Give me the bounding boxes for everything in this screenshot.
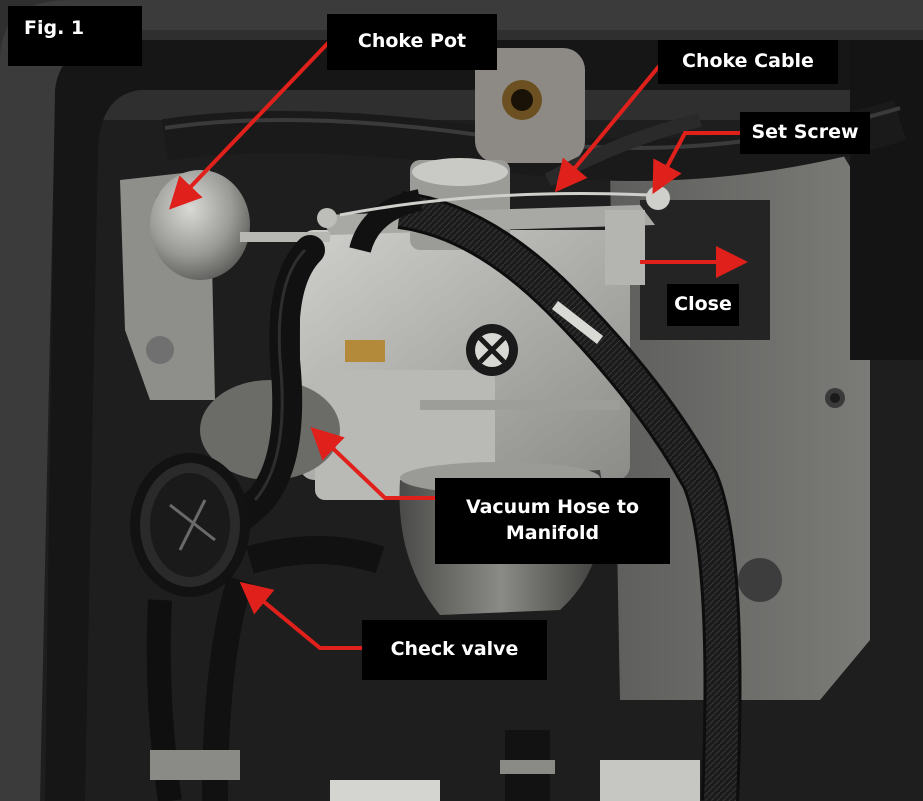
callout-close: Close — [667, 284, 739, 326]
figure-label: Fig. 1 — [8, 6, 142, 66]
callout-vacuum-hose: Vacuum Hose to Manifold — [435, 478, 670, 564]
callout-choke-cable: Choke Cable — [658, 40, 838, 84]
callout-choke-pot: Choke Pot — [327, 14, 497, 70]
callout-set-screw: Set Screw — [740, 112, 870, 154]
callout-check-valve: Check valve — [362, 620, 547, 680]
